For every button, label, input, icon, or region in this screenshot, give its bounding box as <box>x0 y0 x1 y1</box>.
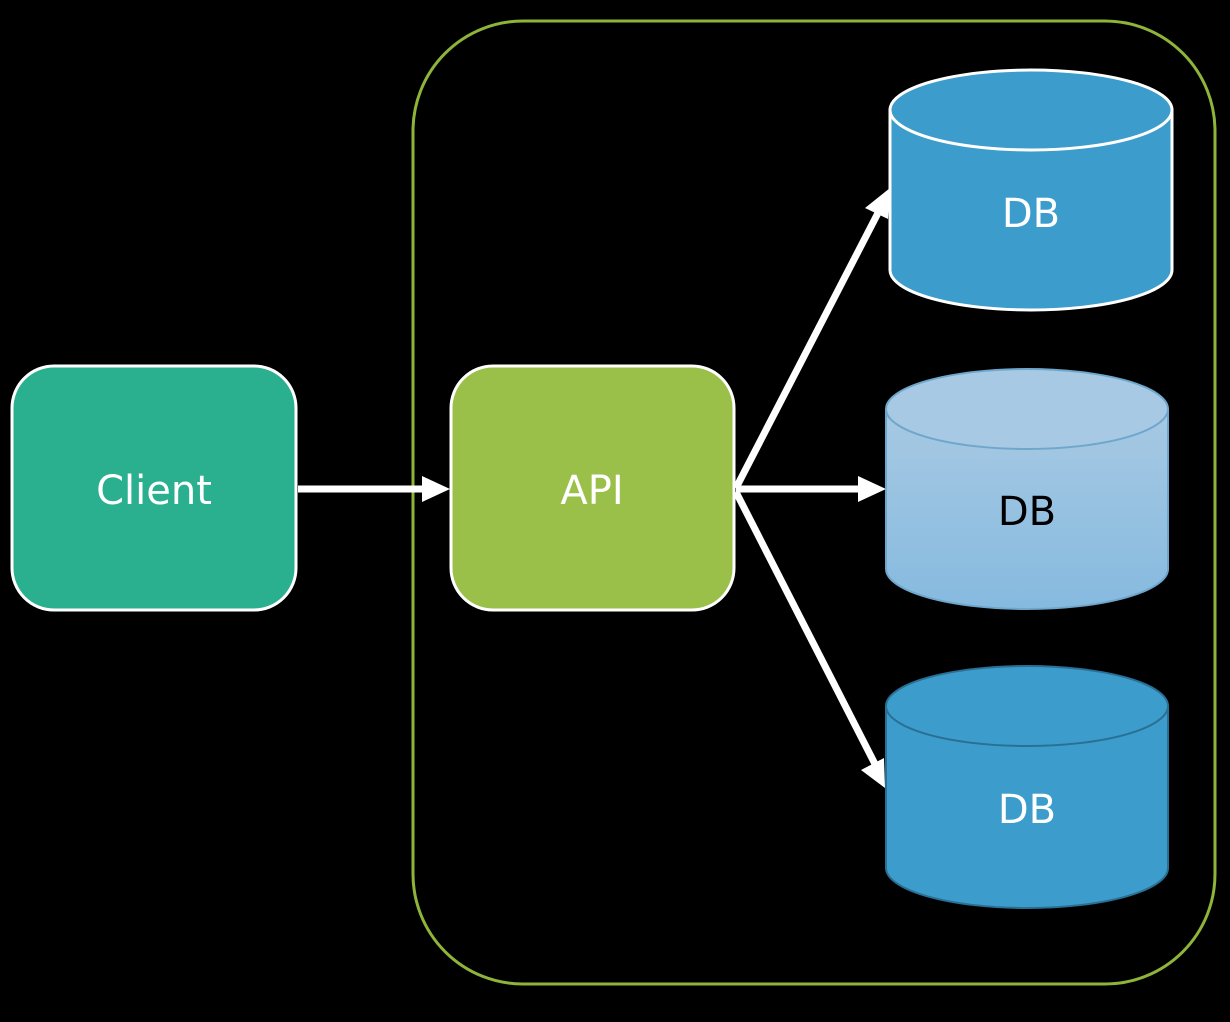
client-label: Client <box>96 468 212 514</box>
edge-api-to-db-top <box>732 211 882 490</box>
db-bottom-label: DB <box>998 787 1056 833</box>
db-top-node: DB <box>888 68 1174 312</box>
api-node: API <box>449 364 736 612</box>
db-top-label: DB <box>1002 191 1060 237</box>
db-middle-body <box>885 408 1169 610</box>
arrowhead-api-to-db-bottom <box>861 758 885 788</box>
db-top-cap <box>888 68 1174 152</box>
client-box <box>10 364 298 612</box>
arrowhead-api-to-db-top <box>865 188 890 219</box>
arrowhead-client-to-api <box>422 476 450 502</box>
db-bottom-body <box>885 705 1169 909</box>
db-middle-cap <box>885 368 1169 450</box>
db-top-body <box>888 108 1174 312</box>
service-boundary <box>411 19 1217 986</box>
db-middle-node: DB <box>885 368 1169 610</box>
api-label: API <box>560 468 623 514</box>
edge-api-to-db-bottom <box>732 490 880 768</box>
db-bottom-node: DB <box>885 665 1169 909</box>
db-bottom-cap <box>885 665 1169 747</box>
edges <box>298 188 890 788</box>
arrowhead-api-to-db-middle <box>858 476 886 502</box>
api-box <box>449 364 736 612</box>
db-middle-label: DB <box>998 489 1056 535</box>
client-node: Client <box>10 364 298 612</box>
